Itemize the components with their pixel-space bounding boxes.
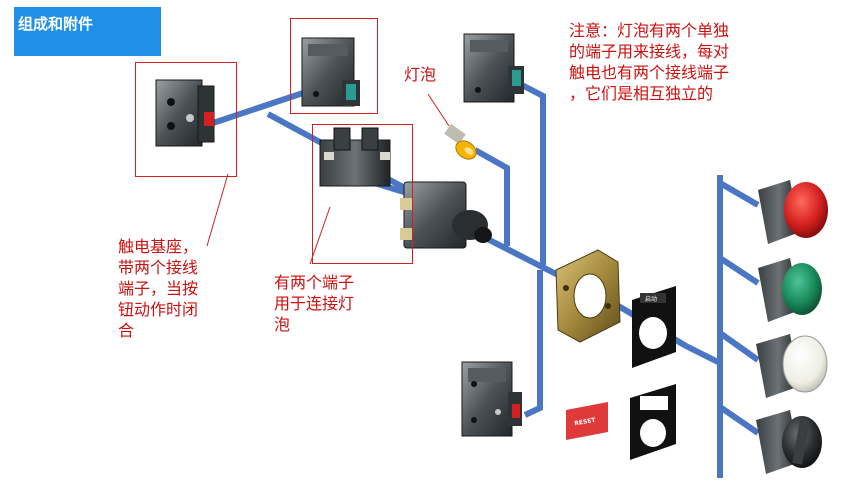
legend-plate-start (632, 286, 676, 368)
bulb-label: 灯泡 (404, 65, 437, 84)
mounting-adapter (555, 249, 621, 343)
start-plate-label: 启动 (645, 295, 657, 303)
section-title: 组成和附件 (14, 7, 161, 56)
contact-block-bottom (461, 361, 522, 437)
frame-lamp-holder (312, 124, 413, 264)
frame-contact-block (135, 62, 237, 177)
reset-tag-label: RESET (574, 417, 597, 428)
leader-bulb (427, 93, 450, 127)
wire-bulb (473, 147, 510, 246)
contact-base-label: 触电基座， 带两个接线 端子，当按 钮动作时闭 合 (118, 237, 199, 340)
contact-block-left (155, 79, 215, 147)
bus-branch-white (718, 330, 760, 363)
bus-branch-red (718, 180, 760, 208)
operator-body (400, 181, 492, 249)
reset-legend-tag (566, 402, 608, 440)
lamp-holder-base (319, 127, 391, 187)
wire-to-bus (684, 343, 722, 366)
bus-branch-black (718, 404, 760, 436)
note-text: 注意：灯泡有两个单独 的端子用来接线，每对 触电也有两个接线端子 ，它们是相互独… (569, 21, 730, 103)
legend-plate-frame (630, 384, 676, 460)
wire-bottom-contact (523, 270, 543, 418)
pushbutton-red (758, 180, 828, 244)
frame-top-contact (290, 18, 378, 114)
selector-switch-black (756, 410, 822, 474)
bus-branch-green (718, 255, 760, 286)
pushbutton-white (756, 334, 828, 398)
leader-contact-base (206, 173, 229, 247)
leader-lamp-terminals (309, 206, 331, 265)
contact-block-top (301, 37, 360, 107)
pushbutton-green (758, 258, 822, 322)
bulb-image (444, 123, 477, 160)
contact-block-right (463, 33, 524, 103)
lamp-terminals-label: 有两个端子 用于连接灯 泡 (274, 273, 355, 334)
leader-lines (206, 93, 450, 265)
wire-right-contact (518, 81, 546, 265)
